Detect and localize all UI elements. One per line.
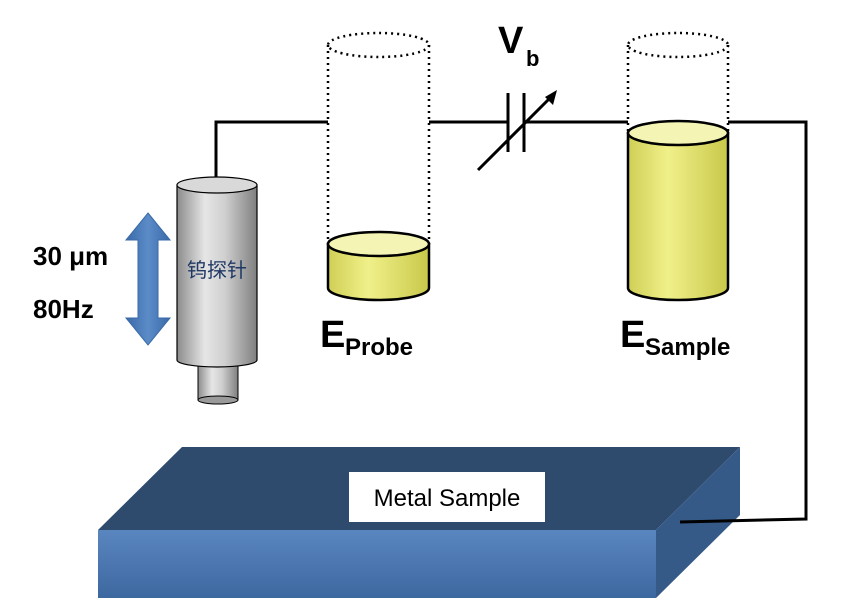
double-arrow-icon	[124, 212, 172, 346]
variable-arrow-line	[476, 94, 554, 172]
bias-label-sub: b	[526, 46, 539, 71]
probe-cyl-liquid-top	[326, 230, 431, 258]
vibration-arrow	[124, 212, 172, 346]
probe-cyl-liquid-body	[326, 242, 431, 302]
metal-sample-slab: Metal Sample	[98, 447, 740, 598]
probe-material-label: 钨探针	[187, 258, 247, 282]
probe-cylinder: E Probe	[320, 31, 431, 361]
circuit-wires	[214, 120, 808, 524]
sample-label: Metal Sample	[374, 485, 521, 512]
probe-tip-bottom	[197, 395, 239, 405]
slab-front-face	[98, 530, 656, 598]
probe-cyl-top-dotted	[326, 31, 431, 59]
tungsten-probe: 钨探针	[176, 176, 258, 405]
sample-cyl-liquid-top	[626, 119, 730, 147]
sample-cyl-top-dotted	[626, 31, 730, 59]
bias-label-main: V	[498, 20, 524, 62]
sample-cylinder: E Sample	[620, 31, 730, 361]
probe-cyl-label-main: E	[320, 314, 345, 356]
amplitude-label: 30 μm	[33, 241, 108, 271]
variable-arrow-head	[545, 90, 557, 105]
sample-cyl-liquid-body	[626, 131, 730, 302]
wire-sample-return	[679, 120, 808, 524]
bias-source-symbol: V b	[476, 20, 557, 172]
sample-cyl-label-main: E	[620, 314, 645, 356]
frequency-label: 80Hz	[33, 294, 94, 324]
probe-cyl-label-sub: Probe	[345, 334, 413, 361]
sample-label-box	[349, 472, 545, 522]
sample-cyl-label-sub: Sample	[645, 334, 730, 361]
wire-probe-to-cylinder	[214, 120, 328, 185]
probe-tip	[197, 364, 239, 401]
probe-top	[176, 176, 258, 194]
probe-body	[176, 184, 258, 368]
